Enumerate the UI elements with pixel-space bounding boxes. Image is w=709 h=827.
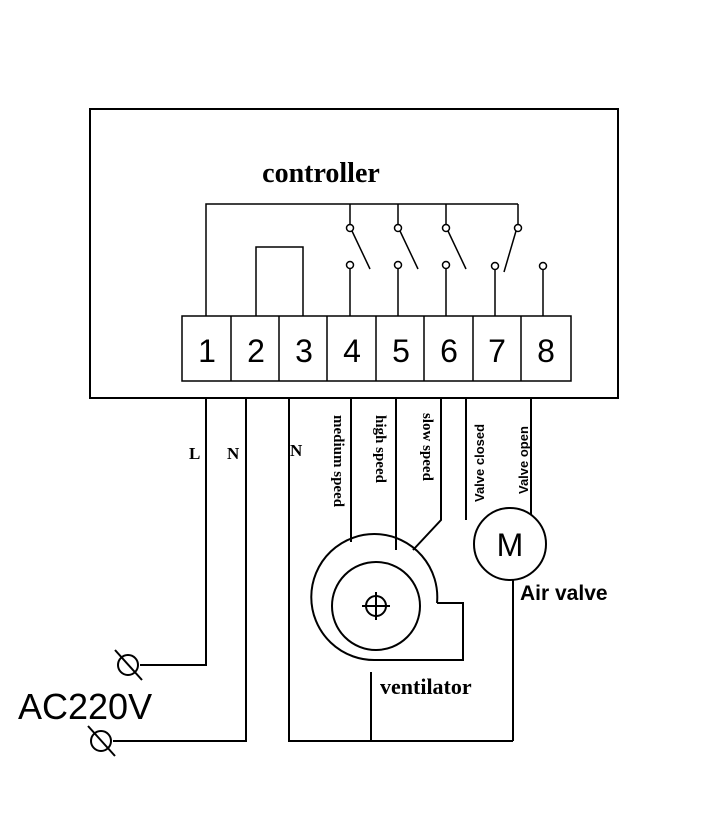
terminal-8-label: 8 — [537, 333, 555, 369]
valve-open-label: Valve open — [516, 426, 531, 494]
terminal-7-label: 7 — [488, 333, 506, 369]
slow-speed-wire — [412, 398, 442, 551]
high-speed-label: high speed — [372, 415, 388, 484]
terminal-2-label: 2 — [247, 333, 265, 369]
slow-speed-label: slow speed — [419, 413, 435, 482]
air-valve-motor-symbol — [473, 507, 547, 581]
supply-terminal-neutral — [87, 725, 116, 757]
contact-to-terminal-wires — [349, 269, 544, 316]
live-wire — [140, 398, 207, 666]
controller-box — [89, 108, 619, 399]
air-valve-label: Air valve — [520, 582, 608, 605]
terminal-block — [181, 315, 572, 382]
neutral-supply-wire — [113, 398, 247, 742]
live-label: L — [189, 444, 200, 463]
external-wiring — [113, 398, 532, 742]
relay-contacts — [345, 223, 548, 271]
ventilator-symbol — [310, 533, 464, 662]
terminal-5-label: 5 — [392, 333, 410, 369]
neutral-return-wire — [288, 398, 513, 742]
controller-title: controller — [262, 158, 380, 189]
terminal-4-label: 4 — [343, 333, 361, 369]
motor-symbol-label: M — [497, 527, 524, 563]
supply-terminal-live — [114, 649, 143, 681]
ventilator-label: ventilator — [380, 674, 472, 699]
terminal-3-label: 3 — [295, 333, 313, 369]
supply-voltage-label: AC220V — [18, 686, 152, 727]
valve-closed-label: Valve closed — [472, 424, 487, 502]
terminal-1-label: 1 — [198, 333, 216, 369]
medium-speed-label: medium speed — [330, 415, 346, 508]
relay-blades — [351, 230, 517, 273]
neutral-return-label: N — [290, 441, 303, 460]
internal-common-bus — [205, 203, 519, 316]
neutral-supply-label: N — [227, 444, 240, 463]
terminal-6-label: 6 — [440, 333, 458, 369]
internal-bridge-2-3 — [255, 246, 304, 316]
